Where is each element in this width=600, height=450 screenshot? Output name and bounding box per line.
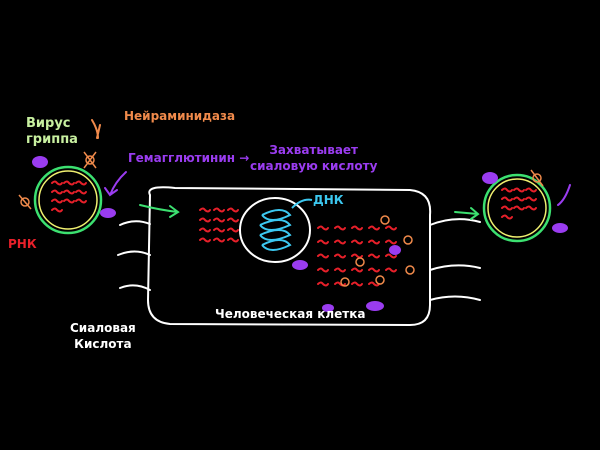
neuraminidase-arrow	[91, 119, 101, 139]
rna-strand	[213, 237, 225, 243]
rna-strand	[525, 187, 537, 193]
sialic-acid-line1: Сиаловая	[70, 321, 136, 335]
rna-label: РНК	[8, 237, 37, 251]
virus-right	[482, 173, 552, 243]
rna-strand	[317, 225, 329, 231]
rna-strand	[63, 198, 75, 204]
cell-label: Человеческая клетка	[215, 307, 366, 321]
nucleus	[239, 197, 313, 263]
rna-strand	[199, 217, 211, 223]
neuraminidase-label: Нейраминидаза	[124, 109, 236, 123]
rna-strand	[213, 227, 225, 233]
rna-strand	[51, 189, 63, 195]
captures-line1: Захватывает	[269, 143, 359, 157]
sialic-acid-left	[117, 220, 151, 291]
rna-strand	[317, 281, 329, 287]
rna-strand	[75, 198, 87, 204]
rna-strand	[501, 196, 513, 202]
rna-strand	[75, 189, 87, 195]
rna-strand	[334, 239, 346, 245]
rna-strand	[351, 239, 363, 245]
rna-strand	[63, 180, 75, 186]
sialic-acid-label: Сиаловая Кислота	[70, 320, 136, 352]
rna-strand	[385, 267, 397, 273]
captures-label: Захватывает сиаловую кислоту	[250, 142, 377, 174]
rna-strand	[385, 239, 397, 245]
sialic-acid-line2: Кислота	[74, 337, 132, 351]
rna-strand	[368, 267, 380, 273]
human-cell	[117, 186, 481, 327]
rna-strand	[351, 253, 363, 259]
rna-strand	[385, 253, 397, 259]
rna-strand	[501, 205, 513, 211]
rna-strand	[501, 187, 513, 193]
rna-strand	[227, 227, 239, 233]
rna-strand	[351, 225, 363, 231]
dna-coil	[259, 209, 292, 251]
sialic-acid-right	[429, 218, 481, 301]
rna-strand	[334, 225, 346, 231]
hemagglutinin-arrow	[104, 171, 127, 197]
rna-strand	[351, 281, 363, 287]
rna-strand	[199, 237, 211, 243]
rna-strand	[213, 207, 225, 213]
entry-arrow	[139, 204, 180, 218]
virus-label-line2: гриппа	[26, 132, 78, 147]
rna-strand	[334, 267, 346, 273]
rna-strand	[51, 207, 63, 213]
rna-strand	[227, 207, 239, 213]
rna-strand	[199, 227, 211, 233]
dna-label: ДНК	[313, 193, 344, 207]
rna-strand	[334, 253, 346, 259]
rna-strands	[51, 180, 537, 287]
rna-strand	[368, 225, 380, 231]
rna-strand	[227, 237, 239, 243]
rna-strand	[513, 205, 525, 211]
hemagglutinin-label: Гемагглютинин →	[128, 151, 250, 165]
rna-strand	[368, 253, 380, 259]
rna-strand	[513, 196, 525, 202]
virus-left	[33, 165, 103, 235]
rna-strand	[351, 267, 363, 273]
rna-strand	[385, 225, 397, 231]
exit-arrow	[454, 207, 480, 220]
rna-strand	[501, 214, 513, 220]
rna-strand	[513, 187, 525, 193]
rna-strand	[317, 239, 329, 245]
virus-label: Вирус гриппа	[26, 116, 78, 148]
rna-strand	[525, 196, 537, 202]
virus-label-line1: Вирус	[26, 116, 71, 131]
rna-strand	[368, 239, 380, 245]
rna-strand	[51, 198, 63, 204]
rna-strand	[199, 207, 211, 213]
rna-strand	[213, 217, 225, 223]
captures-line2: сиаловую кислоту	[250, 159, 378, 173]
rna-strand	[317, 267, 329, 273]
hemagglutinin-markers	[32, 156, 568, 312]
rna-strand	[63, 189, 75, 195]
rna-strand	[317, 253, 329, 259]
rna-strand	[227, 217, 239, 223]
rna-strand	[51, 180, 63, 186]
rna-strand	[75, 180, 87, 186]
rna-strand	[368, 281, 380, 287]
neuraminidase-markers	[18, 151, 544, 287]
rna-strand	[525, 205, 537, 211]
